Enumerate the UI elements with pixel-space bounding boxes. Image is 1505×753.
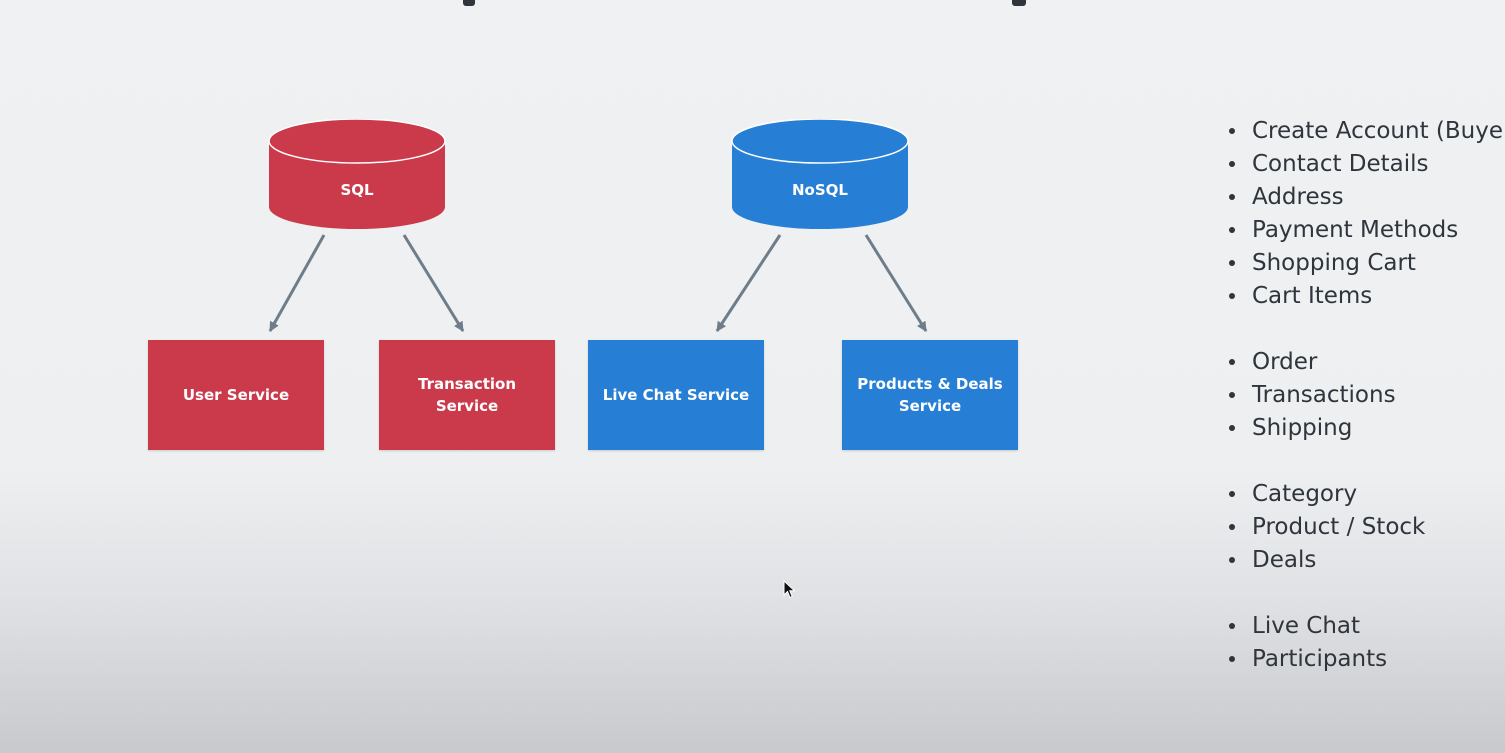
entity-item: Shipping [1226,412,1505,445]
nosql-database: NoSQL [731,119,909,231]
sql-database: SQL [268,119,446,231]
mouse-pointer-icon [783,580,796,599]
entity-item: Address [1226,181,1505,214]
entity-item: Participants [1226,643,1505,676]
arrow-sql-to-transaction-service [402,234,465,332]
entity-item: Transactions [1226,379,1505,412]
entity-item: Shopping Cart [1226,247,1505,280]
sql-database-label: SQL [340,181,374,199]
database-cylinder-icon [268,119,446,229]
entity-item: Live Chat [1226,610,1505,643]
entity-item: Deals [1226,544,1505,577]
entity-list: Create Account (Buyer / Contact Details … [1226,115,1505,676]
transaction-service-box: Transaction Service [379,340,555,450]
database-cylinder-icon [731,119,909,229]
nosql-database-label: NoSQL [792,181,848,199]
entity-item: Category [1226,478,1505,511]
user-service-box: User Service [148,340,324,450]
entity-item: Contact Details [1226,148,1505,181]
live-chat-service-box: Live Chat Service [588,340,764,450]
arrow-nosql-to-live-chat-service [715,234,782,332]
entity-item: Order [1226,346,1505,379]
title-fragment [463,0,475,6]
entity-item: Cart Items [1226,280,1505,313]
products-deals-service-box: Products & Deals Service [842,340,1018,450]
entity-item: Payment Methods [1226,214,1505,247]
title-fragment [1012,0,1026,6]
arrow-nosql-to-products-deals-service [864,234,928,332]
arrow-sql-to-user-service [268,234,326,332]
entity-item: Product / Stock [1226,511,1505,544]
entity-item: Create Account (Buyer / [1226,115,1505,148]
